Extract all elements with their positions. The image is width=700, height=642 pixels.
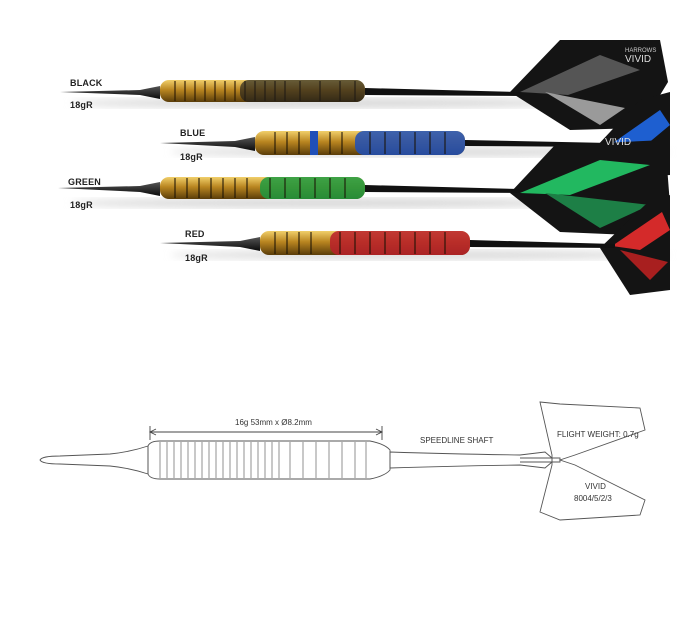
flight-name-text-green: VIVID <box>605 137 631 148</box>
label-green-weight: 18gR <box>70 200 93 210</box>
label-blue-color: BLUE <box>180 128 206 138</box>
flight-black: HARROWS VIVID <box>510 40 668 130</box>
flight-name-label: VIVID <box>585 482 606 491</box>
barrel-dimensions-label: 16g 53mm x Ø8.2mm <box>235 418 312 427</box>
diagram-flight <box>539 401 646 521</box>
flight-code-label: 8004/5/2/3 <box>574 494 612 503</box>
flight-brand-text: HARROWS <box>625 48 656 54</box>
diagram-shaft <box>389 451 553 469</box>
flight-red <box>600 195 670 295</box>
flight-name-text: VIVID <box>625 54 651 65</box>
label-black-color: BLACK <box>70 78 103 88</box>
diagram-point <box>39 445 149 475</box>
diagram-barrel <box>147 440 391 480</box>
shaft-label: SPEEDLINE SHAFT <box>420 436 494 445</box>
diagram-shaft-slot <box>520 457 561 463</box>
label-green-color: GREEN <box>68 177 102 187</box>
flight-weight-label: FLIGHT WEIGHT: 0.7g <box>557 430 639 439</box>
label-black-weight: 18gR <box>70 100 93 110</box>
label-blue-weight: 18gR <box>180 152 203 162</box>
dart-black: HARROWS VIVID <box>60 40 668 130</box>
technical-diagram <box>39 401 646 521</box>
label-red-color: RED <box>185 229 205 239</box>
flight-green: VIVID <box>510 137 670 235</box>
dart-green: VIVID <box>58 137 670 235</box>
diagram-barrel-grooves <box>159 442 367 478</box>
dart-red <box>160 195 670 295</box>
label-red-weight: 18gR <box>185 253 208 263</box>
